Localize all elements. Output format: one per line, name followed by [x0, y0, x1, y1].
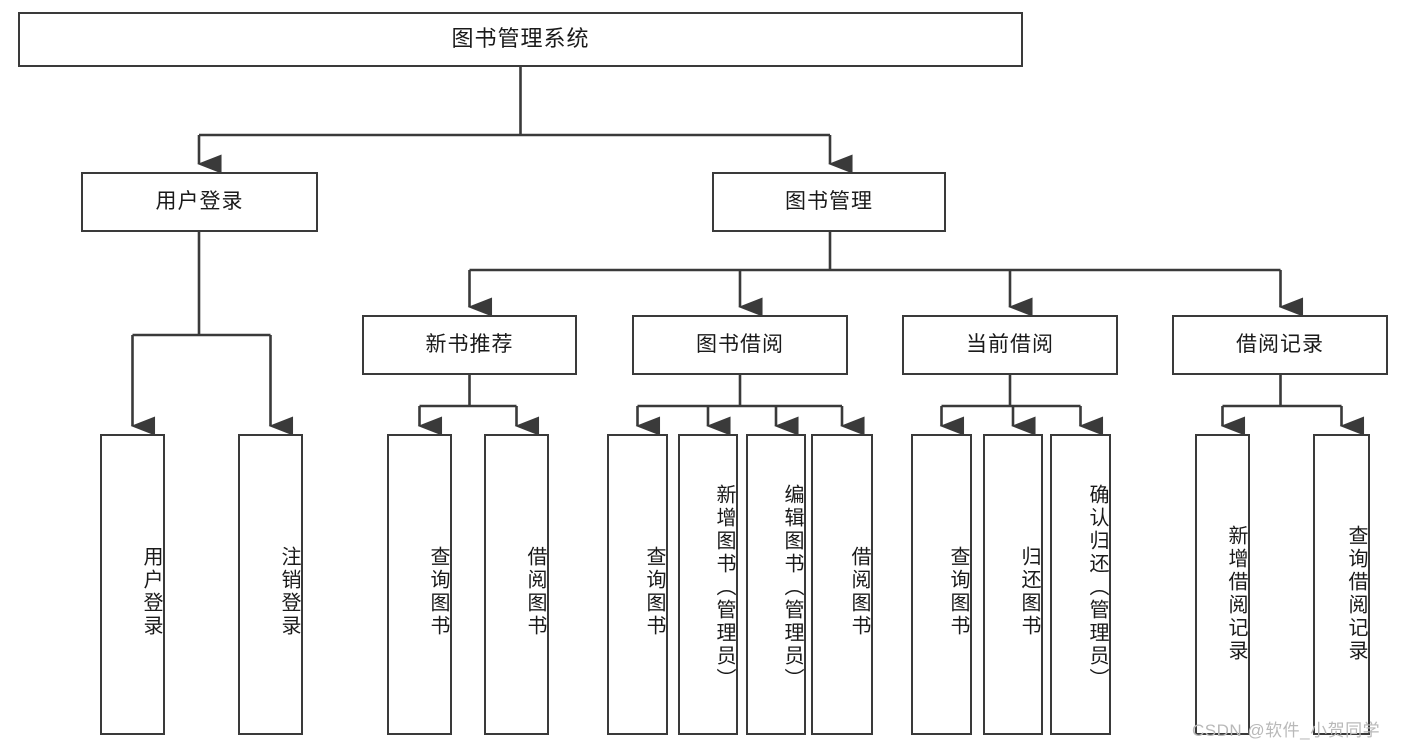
node-book-manage-label: 图书管理: [785, 190, 873, 214]
node-leaf-return-book-label: 归还图书: [1018, 545, 1040, 638]
node-leaf-edit-book-label: 编辑图书（管理员）: [781, 484, 803, 691]
node-leaf-borrow-book-rec-label: 借阅图书: [524, 545, 546, 638]
node-leaf-query-book-borrow-label: 查询图书: [643, 545, 665, 638]
node-root[interactable]: 图书管理系统: [18, 12, 1023, 67]
node-borrow-record-label: 借阅记录: [1236, 333, 1324, 357]
node-book-borrow-label: 图书借阅: [696, 333, 784, 357]
node-leaf-query-book-cur-label: 查询图书: [947, 545, 969, 638]
node-leaf-query-record-label: 查询借阅记录: [1345, 524, 1367, 663]
node-leaf-query-book-borrow[interactable]: 查询图书: [607, 434, 668, 735]
node-leaf-query-book-rec-label: 查询图书: [427, 545, 449, 638]
node-leaf-confirm-return-label: 确认归还（管理员）: [1086, 484, 1108, 691]
watermark: CSDN @软件_小贺同学: [1192, 721, 1381, 740]
node-leaf-query-record[interactable]: 查询借阅记录: [1313, 434, 1370, 735]
node-current-borrow[interactable]: 当前借阅: [902, 315, 1118, 375]
node-leaf-query-book-rec[interactable]: 查询图书: [387, 434, 452, 735]
node-leaf-user-logout-label: 注销登录: [278, 545, 300, 638]
node-leaf-borrow-book-label: 借阅图书: [848, 545, 870, 638]
node-book-borrow[interactable]: 图书借阅: [632, 315, 848, 375]
node-borrow-record[interactable]: 借阅记录: [1172, 315, 1388, 375]
node-leaf-user-login-label: 用户登录: [140, 545, 162, 638]
node-leaf-add-record[interactable]: 新增借阅记录: [1195, 434, 1250, 735]
node-new-book-rec[interactable]: 新书推荐: [362, 315, 577, 375]
node-leaf-edit-book[interactable]: 编辑图书（管理员）: [746, 434, 806, 735]
node-leaf-user-login[interactable]: 用户登录: [100, 434, 165, 735]
node-user-login-label: 用户登录: [155, 190, 244, 214]
node-root-label: 图书管理系统: [451, 26, 590, 52]
node-leaf-add-book-label: 新增图书（管理员）: [713, 484, 735, 691]
node-book-manage[interactable]: 图书管理: [712, 172, 946, 232]
node-current-borrow-label: 当前借阅: [966, 333, 1054, 357]
node-leaf-add-book[interactable]: 新增图书（管理员）: [678, 434, 738, 735]
node-new-book-rec-label: 新书推荐: [425, 333, 514, 357]
node-leaf-user-logout[interactable]: 注销登录: [238, 434, 303, 735]
node-leaf-borrow-book-rec[interactable]: 借阅图书: [484, 434, 549, 735]
node-leaf-borrow-book[interactable]: 借阅图书: [811, 434, 873, 735]
node-leaf-query-book-cur[interactable]: 查询图书: [911, 434, 972, 735]
node-leaf-add-record-label: 新增借阅记录: [1225, 524, 1247, 663]
node-leaf-confirm-return[interactable]: 确认归还（管理员）: [1050, 434, 1111, 735]
node-user-login[interactable]: 用户登录: [81, 172, 318, 232]
node-leaf-return-book[interactable]: 归还图书: [983, 434, 1043, 735]
